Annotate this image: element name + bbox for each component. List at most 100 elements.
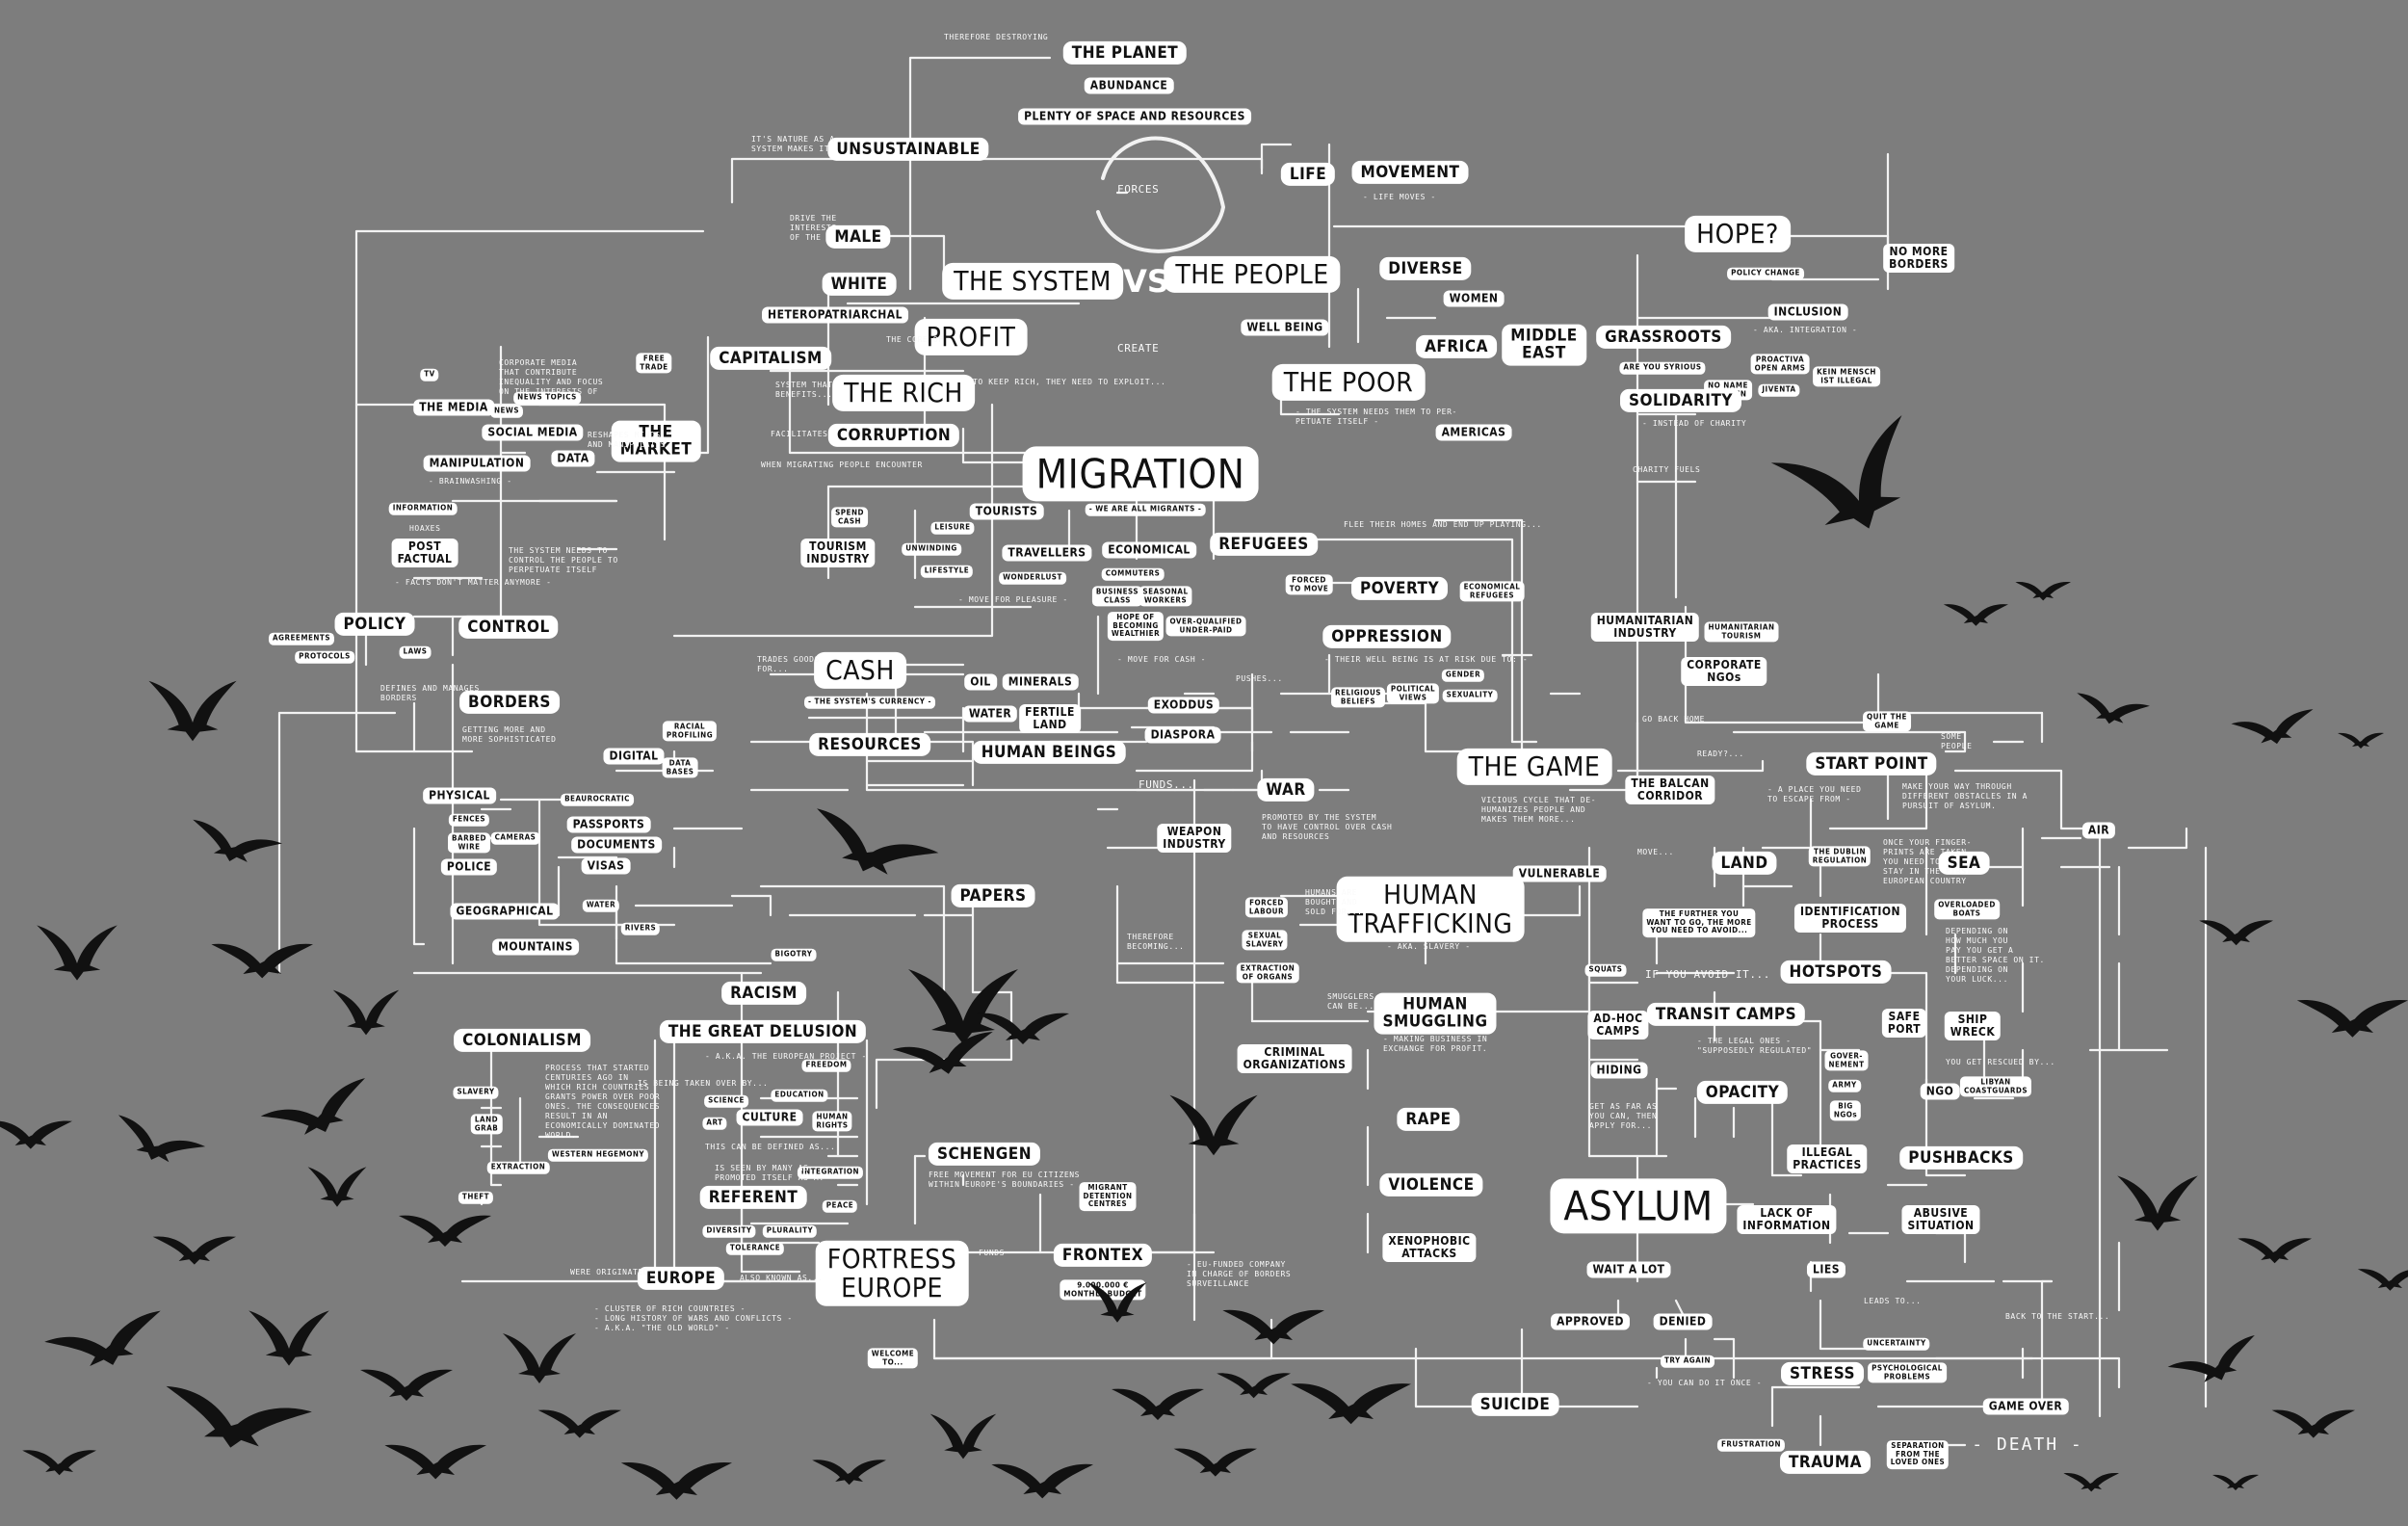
node-abundance: ABUNDANCE [1084,77,1174,94]
node-stress: STRESS [1781,1361,1864,1386]
node-travellers: TRAVELLERS [1002,544,1092,562]
node-control: CONTROL [458,615,559,640]
node-tv: TV [420,368,439,382]
note-get-as-far: GET AS FAR AS YOU CAN, THEN APPLY FOR... [1589,1102,1658,1130]
node-squats: SQUATS [1584,963,1627,977]
node-jiventa: JIVENTA [1758,383,1800,397]
node-news: NEWS [489,405,524,418]
node-the-balcan-corridor: THE BALCAN CORRIDOR [1625,776,1715,804]
node-police: POLICE [440,858,498,876]
note-make-your-way: MAKE YOUR WAY THROUGH DIFFERENT OBSTACLE… [1902,782,2028,810]
node-religious-beliefs: RELIGIOUS BELIEFS [1331,687,1385,708]
node-europe: EUROPE [637,1266,725,1291]
note-cluster-of-rich: - CLUSTER OF RICH COUNTRIES - - LONG HIS… [594,1304,793,1332]
node-slavery: SLAVERY [453,1086,499,1099]
node-sea: SEA [1938,851,1990,876]
node-art: ART [702,1117,727,1130]
node-war: WAR [1257,777,1315,802]
node-culture: CULTURE [736,1109,803,1126]
node-abusive-situation: ABUSIVE SITUATION [1901,1205,1980,1234]
node-business-class: BUSINESS CLASS [1091,586,1143,607]
node-hotspots: HOTSPOTS [1780,960,1892,985]
node-leisure: LEISURE [930,521,975,535]
node-sexual-slavery: SEXUAL SLAVERY [1242,930,1288,951]
note-to-keep-rich: TO KEEP RICH, THEY NEED TO EXPLOIT... [973,378,1166,386]
node-opacity: OPACITY [1696,1080,1789,1105]
node-hope: HOPE? [1685,215,1791,253]
note-getting-more: GETTING MORE AND MORE SOPHISTICATED [462,725,557,744]
note-facts-dont-matter: - FACTS DON'T MATTER ANYMORE - [395,578,552,587]
note-pushes: PUSHES... [1236,674,1283,683]
node-tourism-industry: TOURISM INDUSTRY [800,539,876,567]
node-peace: PEACE [822,1199,858,1213]
node-unwinding: UNWINDING [902,542,961,556]
node-welcome-to: WELCOME TO... [867,1348,919,1369]
node-asylum: ASYLUM [1550,1178,1727,1234]
node-oil: OIL [964,673,997,691]
node-freedom: FREEDOM [801,1059,851,1072]
node-migrant-detention-centres: MIGRANT DETENTION CENTRES [1079,1182,1137,1211]
node-seasonal-workers: SEASONAL WORKERS [1139,586,1192,607]
node-separation-from-loved-ones: SEPARATION FROM THE LOVED ONES [1886,1440,1950,1469]
node-poverty: POVERTY [1350,576,1449,601]
node-human-beings: HUMAN BEINGS [972,740,1126,765]
node-resources: RESOURCES [809,732,930,757]
note-a-place: - A PLACE YOU NEED TO ESCAPE FROM - [1767,785,1862,803]
node-well-being: WELL BEING [1241,319,1329,336]
node-protocols: PROTOCOLS [295,650,354,664]
node-humanitarian-tourism: HUMANITARIAN TOURISM [1704,621,1779,643]
node-fortress-europe: FORTRESS EUROPE [815,1240,969,1307]
node-post-factual: POST FACTUAL [391,539,458,567]
node-heteropatriarchal: HETEROPATRIARCHAL [762,306,908,324]
node-social-media: SOCIAL MEDIA [482,424,584,441]
note-death: - DEATH - [1972,1434,2083,1455]
node-economical: ECONOMICAL [1102,541,1196,559]
node-try-again: TRY AGAIN [1661,1355,1714,1368]
node-cameras: CAMERAS [490,831,540,845]
note-dublin-note: ONCE YOUR FINGER- PRINTS ARE TAKEN YOU N… [1883,838,1973,885]
node-lifestyle: LIFESTYLE [920,565,974,578]
node-ngo: NGO [1920,1083,1960,1100]
note-create: CREATE [1117,342,1160,355]
node-no-more-borders: NO MORE BORDERS [1883,244,1954,273]
note-brainwashing: - BRAINWASHING - [429,477,512,486]
node-government: GOVER- NEMENT [1824,1050,1869,1071]
node-the-market: THE MARKET [611,420,701,462]
node-education: EDUCATION [771,1089,828,1102]
node-the-further-you-want: THE FURTHER YOU WANT TO GO, THE MORE YOU… [1642,908,1756,937]
note-go-back-home: GO BACK HOME [1642,715,1705,724]
node-the-dublin-regulation: THE DUBLIN REGULATION [1808,846,1871,867]
node-movement: MOVEMENT [1351,160,1469,185]
note-trades-goods: TRADES GOODS FOR... [757,655,820,673]
node-criminal-organizations: CRIMINAL ORGANIZATIONS [1237,1044,1352,1073]
node-the-rich: THE RICH [832,374,975,412]
note-vicious-cycle: VICIOUS CYCLE THAT DE- HUMANIZES PEOPLE … [1481,796,1597,824]
node-humanitarian-industry: HUMANITARIAN INDUSTRY [1590,613,1700,642]
note-aka-slavery: - AKA. SLAVERY - [1387,942,1471,951]
node-inclusion: INCLUSION [1767,303,1848,321]
node-the-poor: THE POOR [1271,363,1426,402]
node-uncertainty: UNCERTAINTY [1863,1337,1930,1351]
node-diverse: DIVERSE [1379,256,1472,281]
note-life-moves: - LIFE MOVES - [1363,193,1436,201]
node-the-system: THE SYSTEM [942,262,1123,301]
note-promoted-by: PROMOTED BY THE SYSTEM TO HAVE CONTROL O… [1262,813,1393,841]
node-xenophobic-attacks: XENOPHOBIC ATTACKS [1382,1233,1477,1262]
node-integration: INTEGRATION [797,1166,864,1179]
node-solidarity: SOLIDARITY [1620,388,1741,413]
note-defines-borders: DEFINES AND MANAGES BORDERS [380,684,480,702]
node-air: AIR [2081,822,2116,839]
note-were-originated: WERE ORIGINATED... [570,1268,665,1276]
note-aka-integration: - AKA. INTEGRATION - [1753,326,1858,334]
node-americas: AMERICAS [1435,424,1512,441]
note-hoaxes: HOAXES [409,524,441,533]
node-hope-of-becoming-wealthier: HOPE OF BECOMING WEALTHIER [1107,612,1165,641]
node-referent: REFERENT [699,1185,807,1210]
note-aka-european-project: - A.K.A. THE EUROPEAN PROJECT - [705,1052,867,1061]
note-system-benefits: SYSTEM THAT BENEFITS... [775,381,833,399]
note-system-needs-poor: - THE SYSTEM NEEDS THEM TO PER- PETUATE … [1296,408,1457,426]
note-ready: READY?... [1697,750,1744,758]
node-proactiva: PROACTIVA OPEN ARMS [1750,354,1810,375]
